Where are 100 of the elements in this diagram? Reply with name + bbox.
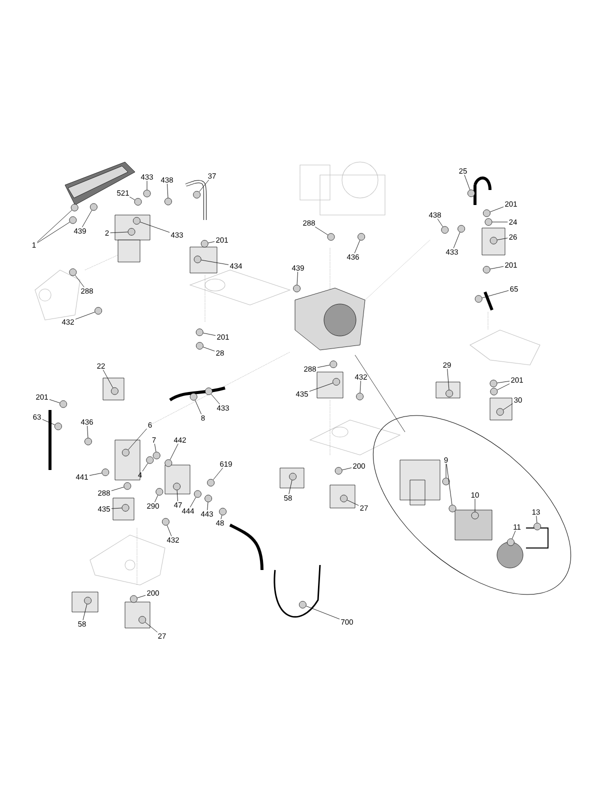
leader-line <box>437 218 444 228</box>
leader-line <box>201 260 229 265</box>
part-marker <box>358 233 365 240</box>
leader-line <box>129 196 136 200</box>
leader-line <box>176 490 178 502</box>
part-marker <box>482 266 490 274</box>
leader-line <box>354 240 360 254</box>
part-marker <box>164 459 172 467</box>
part-marker <box>138 616 146 624</box>
part-marker <box>94 307 102 314</box>
leader-line <box>512 530 516 539</box>
part-marker <box>193 191 200 198</box>
part-marker <box>458 225 465 232</box>
part-marker <box>84 596 92 604</box>
part-marker <box>84 438 92 446</box>
part-marker <box>490 236 498 244</box>
part-marker <box>207 479 214 486</box>
leader-line <box>128 428 147 450</box>
leader-line <box>210 394 220 404</box>
part-marker <box>200 240 208 248</box>
part-marker <box>442 478 450 486</box>
leader-line <box>220 514 222 520</box>
leader-line <box>140 222 170 233</box>
leader-line <box>37 210 72 242</box>
leader-line <box>317 364 330 368</box>
part-marker <box>102 468 110 476</box>
part-marker <box>194 256 202 264</box>
part-marker <box>334 467 342 474</box>
part-marker <box>468 190 475 197</box>
leader-line <box>154 494 158 502</box>
leader-line <box>447 368 450 390</box>
leader-line <box>144 622 158 632</box>
leader-line <box>190 496 196 508</box>
part-marker <box>441 226 449 234</box>
part-marker <box>152 452 160 460</box>
leader-line <box>496 380 510 384</box>
leader-line <box>314 226 328 236</box>
leader-line <box>166 525 172 536</box>
part-marker <box>164 198 172 206</box>
part-marker <box>133 217 140 224</box>
part-marker <box>446 390 453 398</box>
part-marker <box>356 392 364 400</box>
leader-line <box>446 464 452 506</box>
leader-line <box>42 419 56 426</box>
leader-line <box>490 266 504 270</box>
part-marker <box>332 378 340 386</box>
leader-line <box>111 508 122 509</box>
part-marker <box>111 387 118 395</box>
leader-line <box>82 604 88 620</box>
leader-line <box>37 222 70 244</box>
part-marker <box>70 204 78 212</box>
part-marker <box>90 203 98 211</box>
part-marker <box>196 342 204 350</box>
part-marker <box>484 218 492 226</box>
leader-line <box>198 180 210 192</box>
leader-line <box>342 468 352 470</box>
leader-line <box>288 480 292 494</box>
leader-line <box>74 274 84 288</box>
leader-line <box>137 595 146 598</box>
leader-line <box>360 380 361 394</box>
leader-line <box>474 498 476 512</box>
part-marker <box>190 393 198 400</box>
leader-line <box>207 502 208 510</box>
leader-line <box>296 272 298 286</box>
part-marker <box>483 210 490 217</box>
part-marker <box>448 504 456 512</box>
leader-line <box>202 346 215 352</box>
part-marker <box>340 494 348 502</box>
leader-line <box>497 238 508 240</box>
part-marker <box>122 448 130 456</box>
part-marker <box>330 360 338 368</box>
part-marker <box>130 595 138 603</box>
leader-line <box>482 290 509 298</box>
part-marker <box>471 512 479 520</box>
part-marker <box>60 400 67 408</box>
part-marker <box>196 328 204 336</box>
leader-line <box>111 486 124 491</box>
part-marker <box>327 233 335 241</box>
part-marker <box>134 198 142 206</box>
leader-line <box>110 232 128 234</box>
part-marker <box>490 380 498 388</box>
leader-line <box>502 403 513 410</box>
leader-line <box>346 500 359 506</box>
part-marker <box>162 518 170 526</box>
leader-line <box>194 400 202 414</box>
leader-line <box>490 206 504 212</box>
part-marker <box>289 472 296 480</box>
part-marker <box>156 488 164 496</box>
leader-line <box>102 370 114 388</box>
part-marker <box>490 388 498 396</box>
part-marker <box>69 268 77 276</box>
leader-line <box>146 180 148 190</box>
leader-line <box>536 516 538 524</box>
leader-line <box>167 184 168 198</box>
part-marker <box>474 295 482 303</box>
part-marker <box>124 482 132 490</box>
leader-line <box>306 606 340 620</box>
part-marker <box>219 508 226 516</box>
leader-line <box>309 382 334 392</box>
leader-line <box>496 384 510 390</box>
